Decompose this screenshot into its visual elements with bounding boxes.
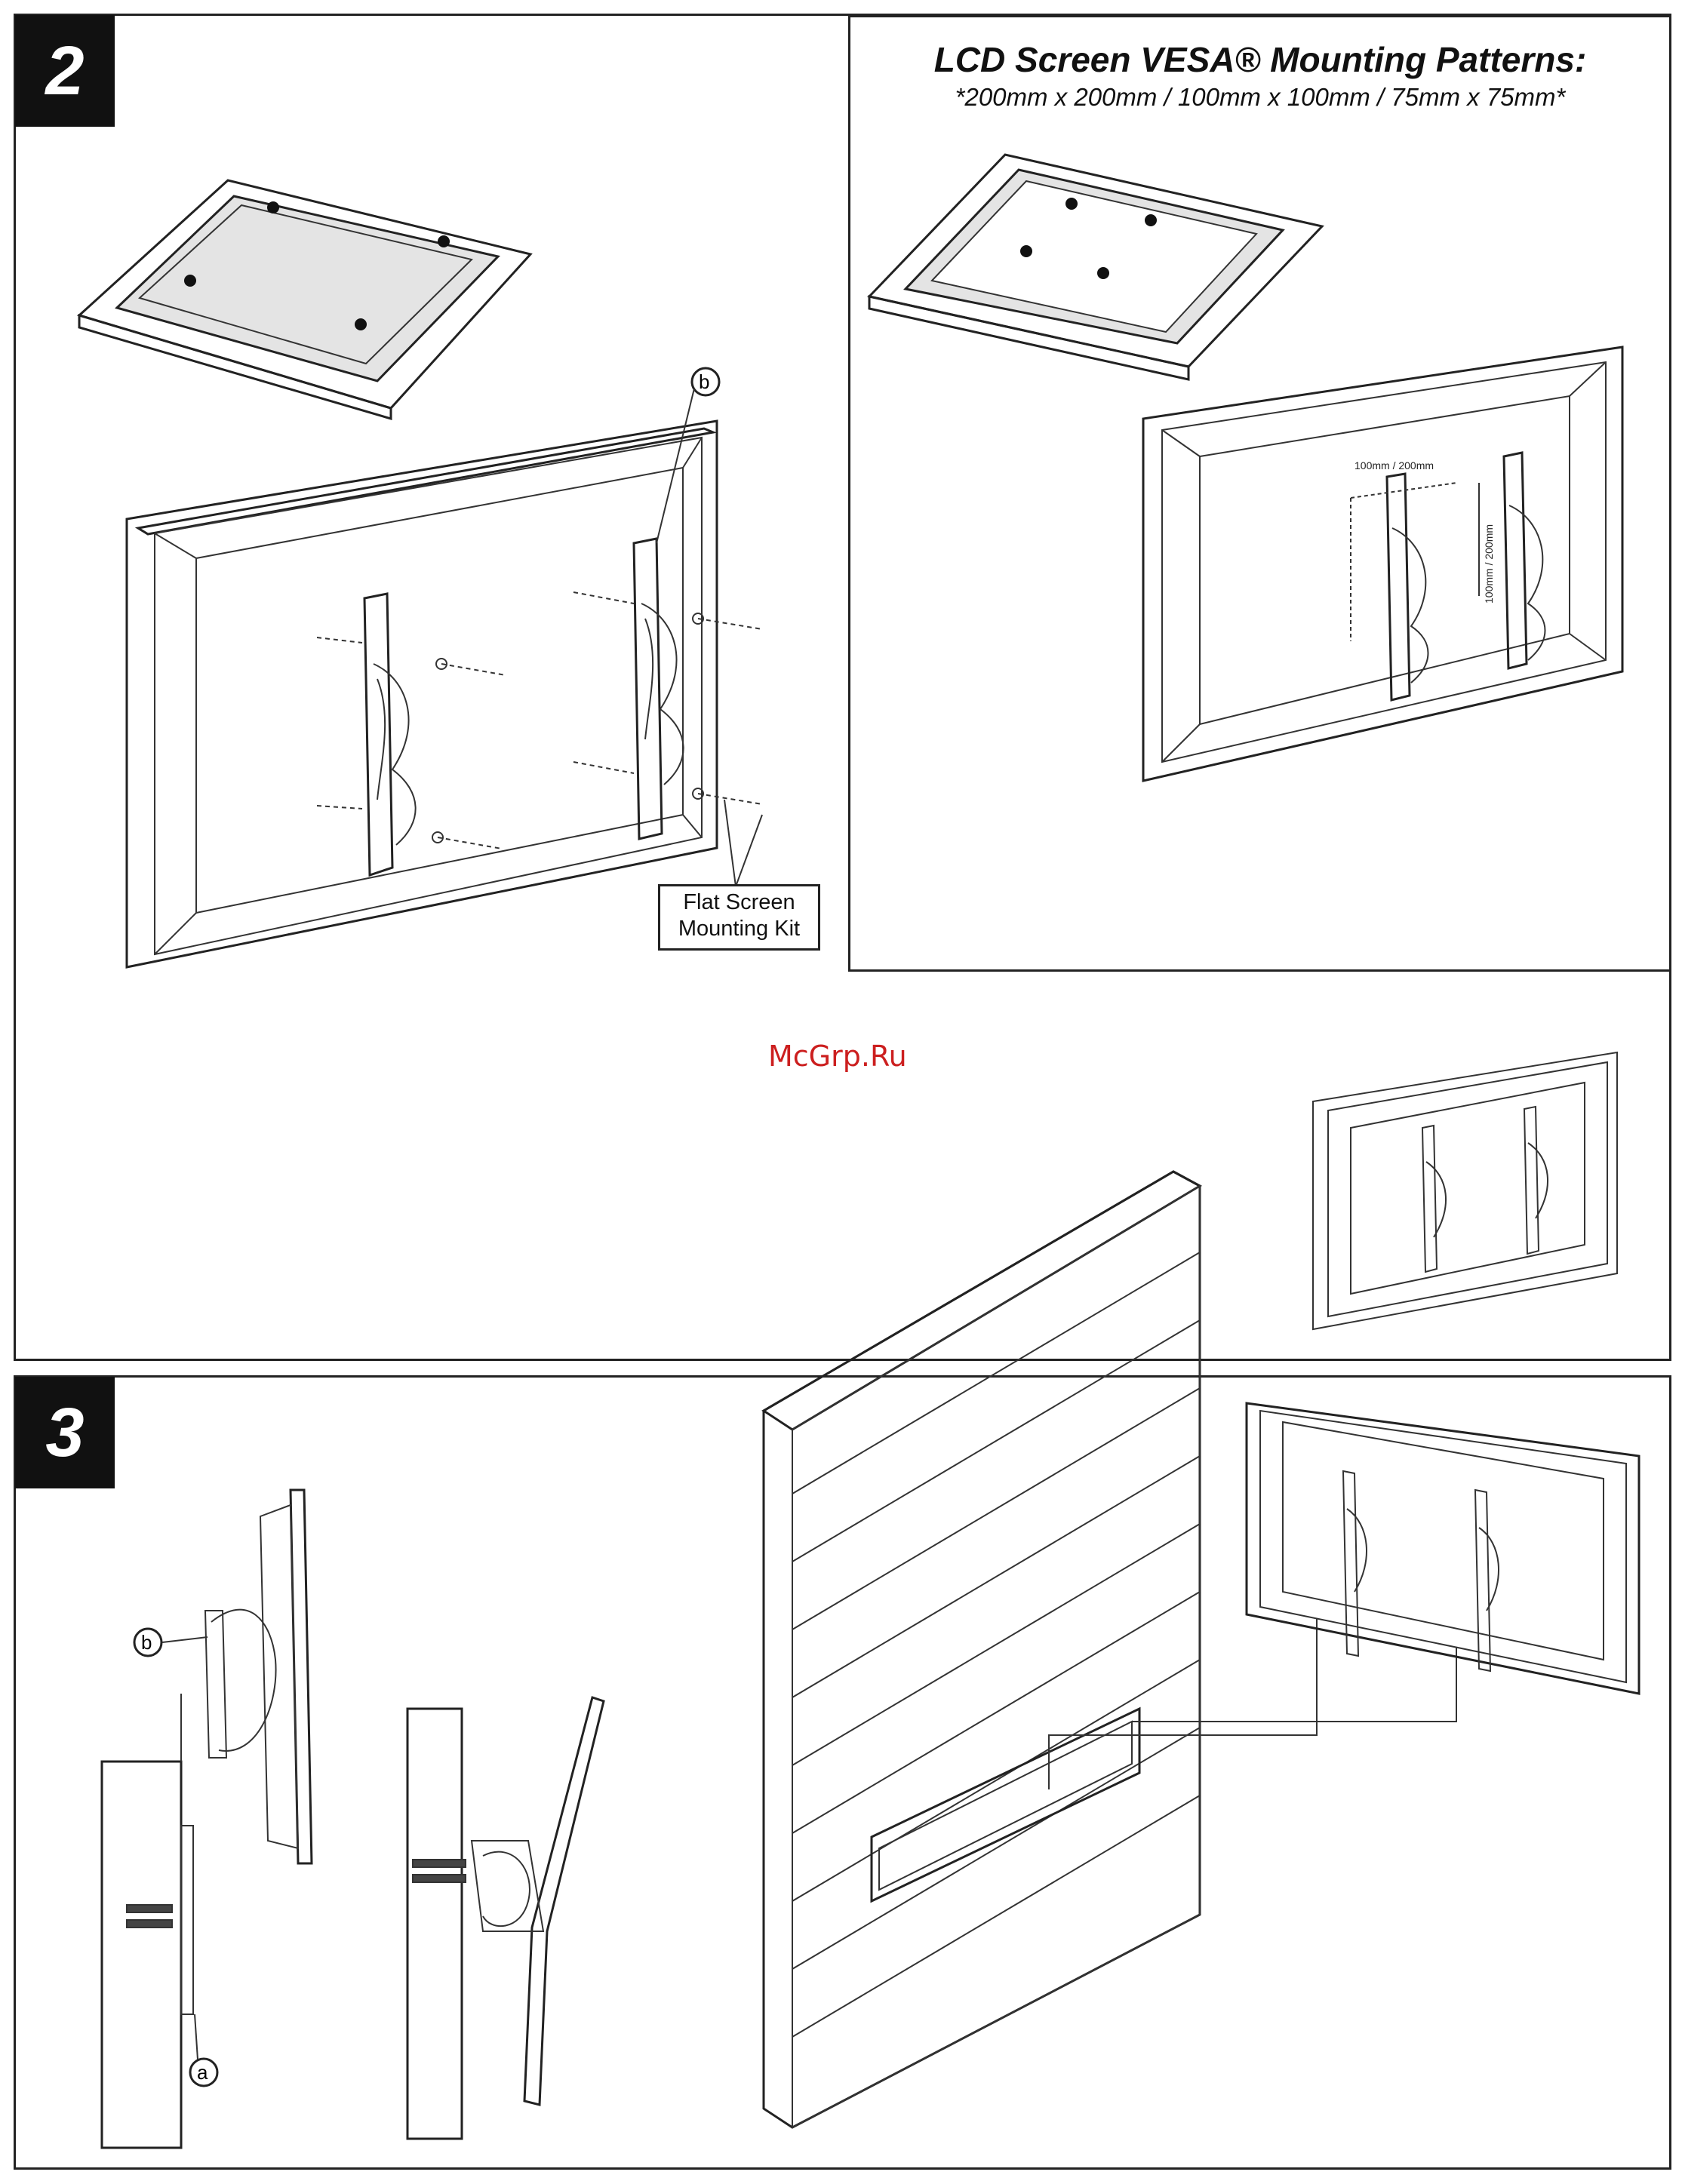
brick-wall-mount-illustration <box>0 0 1682 2184</box>
